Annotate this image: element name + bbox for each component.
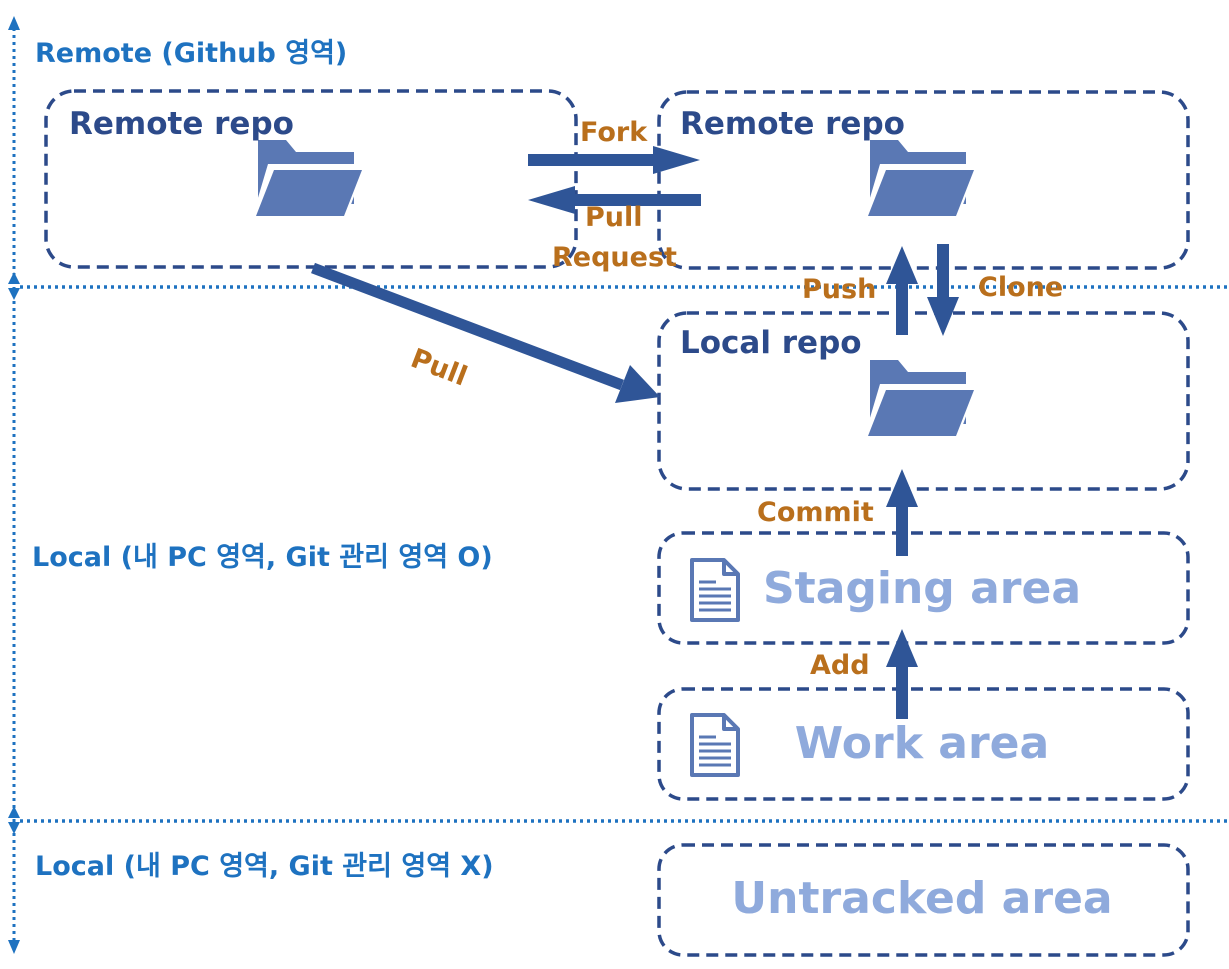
clone-arrow — [927, 244, 959, 336]
folder-icon — [864, 360, 978, 438]
fork-label: Fork — [580, 117, 648, 148]
add-label: Add — [810, 650, 870, 681]
region-label-remote: Remote (Github 영역) — [35, 38, 348, 69]
region-label-local-tracked: Local (내 PC 영역, Git 관리 영역 O) — [32, 542, 493, 573]
pull-request-arrow — [528, 186, 701, 214]
region-label-local-untracked: Local (내 PC 영역, Git 관리 영역 X) — [35, 851, 494, 882]
pull-arrow — [311, 262, 660, 403]
push-arrow — [886, 246, 918, 335]
untracked-area-title: Untracked area — [731, 873, 1113, 924]
vertical-axis — [8, 16, 20, 954]
remote-repo-origin-title: Remote repo — [69, 106, 294, 142]
commit-arrow — [886, 469, 918, 556]
commit-label: Commit — [757, 497, 874, 528]
pull-request-label-line2: Request — [552, 242, 677, 273]
box-work-area[interactable] — [657, 687, 1190, 801]
box-local-repo[interactable] — [657, 311, 1190, 491]
box-remote-repo-origin[interactable] — [44, 89, 578, 269]
work-area-title: Work area — [794, 718, 1050, 769]
folder-icon — [252, 140, 366, 218]
folder-icon — [864, 140, 978, 218]
local-repo-title: Local repo — [680, 325, 862, 361]
box-untracked-area[interactable] — [657, 843, 1190, 957]
document-icon — [690, 713, 740, 777]
box-remote-repo-fork[interactable] — [657, 90, 1190, 270]
document-icon — [690, 558, 740, 622]
pull-request-label-line1: Pull — [585, 202, 643, 233]
staging-area-title: Staging area — [762, 563, 1082, 614]
push-label: Push — [802, 274, 877, 305]
box-staging-area[interactable] — [657, 531, 1190, 645]
add-arrow — [886, 629, 918, 719]
clone-label: Clone — [978, 272, 1064, 303]
remote-repo-fork-title: Remote repo — [680, 106, 905, 142]
fork-arrow — [528, 146, 700, 174]
